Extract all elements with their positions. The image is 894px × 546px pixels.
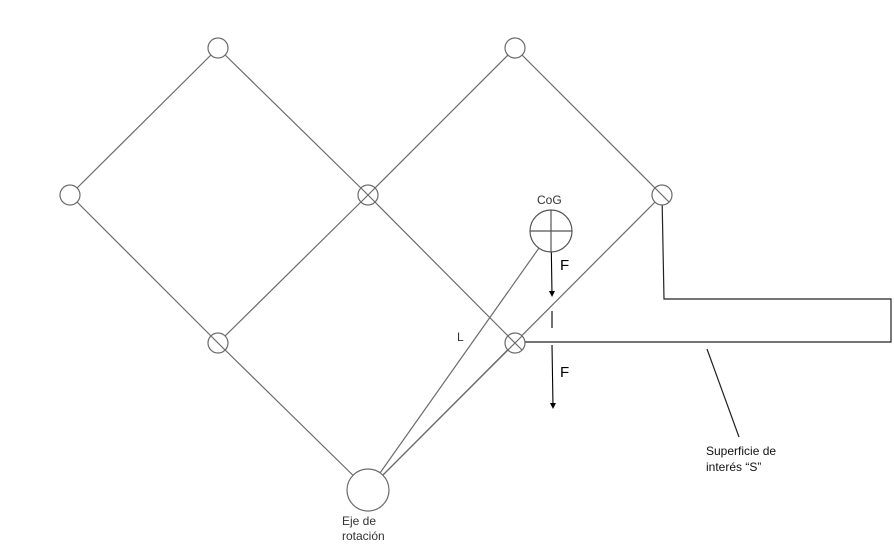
force-label-upper: F <box>560 257 569 274</box>
joint-cross <box>507 335 523 351</box>
cog-symbol <box>529 209 573 253</box>
link <box>217 194 369 344</box>
surface-label-line1: Superficie de <box>706 444 776 458</box>
joint-cross <box>360 187 376 203</box>
joint-nodes <box>59 37 673 354</box>
length-label: L <box>457 330 464 344</box>
lever-arm-line <box>367 230 552 491</box>
force-vector <box>548 230 556 409</box>
cog-label: CoG <box>537 193 562 207</box>
link <box>367 47 516 196</box>
force-arrow-lower <box>549 344 556 409</box>
link <box>367 194 516 344</box>
surface-label-line2: interés “S” <box>706 460 761 474</box>
surface-pointer-line <box>706 348 740 438</box>
joint-cross <box>210 335 226 351</box>
joint-cross <box>654 187 670 203</box>
joint-node <box>59 184 81 206</box>
joint-cross-marks <box>210 187 670 351</box>
force-label-lower: F <box>560 364 569 381</box>
joint-node <box>504 37 526 59</box>
joint-node <box>207 37 229 59</box>
rotation-axis-label-line2: rotación <box>342 529 385 543</box>
link <box>69 194 219 344</box>
surface-outline <box>515 194 892 343</box>
link <box>217 47 369 196</box>
link <box>69 47 219 196</box>
rotation-axis-label-line1: Eje de <box>342 514 376 528</box>
link <box>217 342 369 491</box>
link <box>514 47 663 196</box>
lattice-links <box>69 47 663 491</box>
rotation-axis-circle <box>346 468 390 512</box>
